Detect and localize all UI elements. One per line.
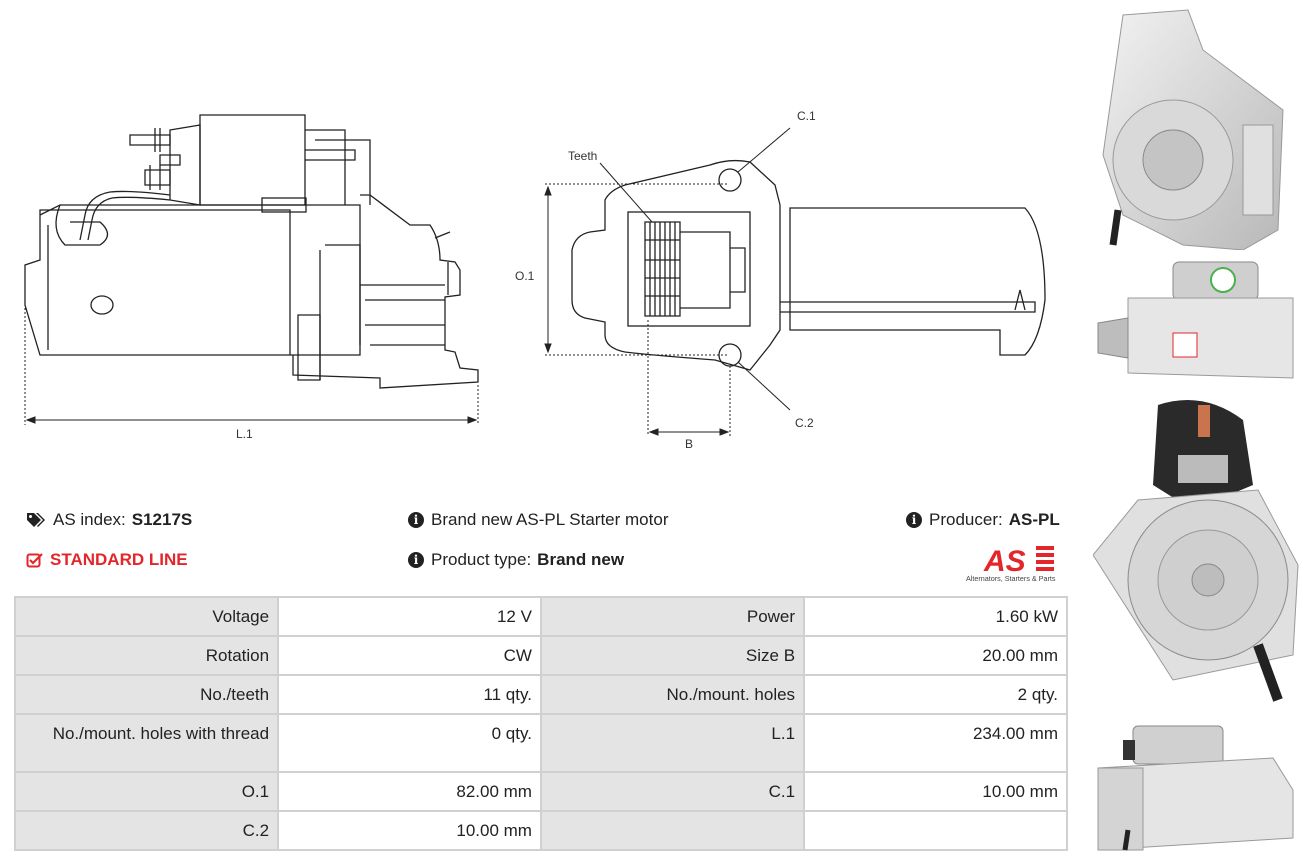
table-row: No./teeth 11 qty. No./mount. holes 2 qty… xyxy=(16,676,1066,713)
as-index-label: AS index: xyxy=(53,510,126,529)
tags-icon xyxy=(26,512,46,528)
spec-value xyxy=(805,812,1066,849)
spec-label: Size B xyxy=(541,637,804,674)
logo-tagline: Alternators, Starters & Parts xyxy=(966,574,1056,583)
spec-value: 82.00 mm xyxy=(279,773,540,810)
producer-value: AS-PL xyxy=(1008,510,1060,529)
dim-b: B xyxy=(685,437,693,451)
spec-label: C.1 xyxy=(541,773,804,810)
product-photo-rear[interactable] xyxy=(1093,395,1303,715)
product-description: i Brand new AS-PL Starter motor xyxy=(408,510,668,530)
table-row: No./mount. holes with thread 0 qty. L.1 … xyxy=(16,715,1066,771)
label-c1: C.1 xyxy=(797,109,816,123)
product-photo-side[interactable] xyxy=(1093,258,1303,383)
product-type-value: Brand new xyxy=(537,550,625,569)
product-type-label: Product type: xyxy=(431,550,532,569)
spec-value: 0 qty. xyxy=(279,715,540,771)
info-circle-icon: i xyxy=(906,512,922,528)
spec-value: 234.00 mm xyxy=(805,715,1066,771)
spec-value: 12 V xyxy=(279,598,540,635)
check-square-icon xyxy=(26,552,43,568)
dim-l1: L.1 xyxy=(236,427,253,441)
info-circle-icon: i xyxy=(408,552,424,568)
label-c2: C.2 xyxy=(795,416,814,430)
as-index-value: S1217S xyxy=(131,510,193,529)
spec-label: L.1 xyxy=(541,715,804,771)
spec-label: C.2 xyxy=(16,812,278,849)
spec-label: No./mount. holes xyxy=(541,676,804,713)
product-photos xyxy=(1088,0,1305,860)
spec-value: CW xyxy=(279,637,540,674)
as-index: AS index: S1217S xyxy=(26,510,192,530)
technical-drawing: L.1 O.1 B Teeth C.1 C.2 xyxy=(24,109,1046,451)
spec-value: 20.00 mm xyxy=(805,637,1066,674)
as-pl-logo: AS Alternators, Starters & Parts xyxy=(966,540,1068,584)
spec-value: 10.00 mm xyxy=(805,773,1066,810)
spec-value: 2 qty. xyxy=(805,676,1066,713)
spec-label: Rotation xyxy=(16,637,278,674)
spec-value: 1.60 kW xyxy=(805,598,1066,635)
label-teeth: Teeth xyxy=(568,149,597,163)
standard-line-badge: STANDARD LINE xyxy=(26,550,188,570)
table-row: O.1 82.00 mm C.1 10.00 mm xyxy=(16,773,1066,810)
spec-label xyxy=(541,812,804,849)
table-row: Rotation CW Size B 20.00 mm xyxy=(16,637,1066,674)
description-text: Brand new AS-PL Starter motor xyxy=(431,510,669,529)
spec-label: O.1 xyxy=(16,773,278,810)
table-row: Voltage 12 V Power 1.60 kW xyxy=(16,598,1066,635)
table-row: C.2 10.00 mm xyxy=(16,812,1066,849)
product-photo-top[interactable] xyxy=(1093,720,1303,855)
spec-value: 10.00 mm xyxy=(279,812,540,849)
logo-mark: AS xyxy=(983,545,1026,578)
spec-label: Voltage xyxy=(16,598,278,635)
spec-label: No./mount. holes with thread xyxy=(16,715,278,771)
product-photo-front[interactable] xyxy=(1093,5,1303,250)
specifications-table: Voltage 12 V Power 1.60 kW Rotation CW S… xyxy=(14,596,1068,851)
dim-o1: O.1 xyxy=(515,269,535,283)
spec-label: Power xyxy=(541,598,804,635)
info-circle-icon: i xyxy=(408,512,424,528)
producer: i Producer: AS-PL xyxy=(906,510,1060,530)
spec-value: 11 qty. xyxy=(279,676,540,713)
standard-line-text: STANDARD LINE xyxy=(50,550,188,569)
producer-label: Producer: xyxy=(929,510,1003,529)
product-type: i Product type: Brand new xyxy=(408,550,624,570)
spec-label: No./teeth xyxy=(16,676,278,713)
